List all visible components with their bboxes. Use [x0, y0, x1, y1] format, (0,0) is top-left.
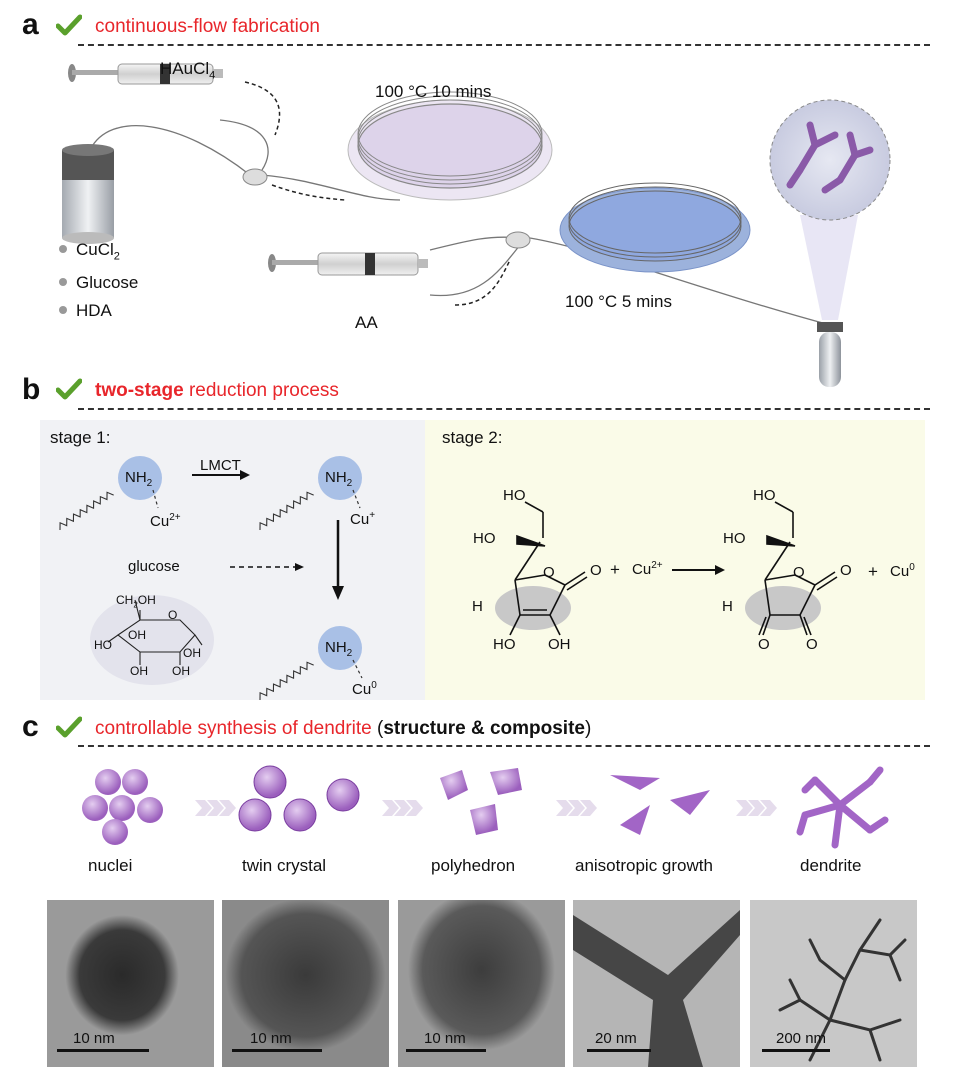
- cu2-reactant: Cu2+: [632, 560, 663, 578]
- dha-o-bottom-1: O: [758, 636, 770, 653]
- stage-label-twin-crystal: twin crystal: [242, 856, 327, 875]
- polyhedron-graphic: [440, 768, 522, 835]
- coil-reactor-2: [559, 182, 751, 273]
- collection-tube: [817, 322, 843, 387]
- panel-letter-b: b: [22, 373, 41, 406]
- tem-image-twin-crystal: 10 nm: [222, 900, 389, 1067]
- stage-label-dendrite: dendrite: [800, 856, 862, 875]
- glucose-oh4: OH: [172, 664, 190, 678]
- twin-crystal-graphic: [238, 765, 360, 832]
- cu0-label: Cu0: [352, 680, 377, 698]
- flow-setup-illustration: [59, 63, 891, 387]
- glucose-oh1: OH: [128, 628, 146, 642]
- syringe-aa: [268, 252, 428, 276]
- plus-sign-2: +: [868, 562, 878, 581]
- aa-h: H: [472, 598, 483, 615]
- mixer-2: [505, 231, 531, 249]
- cu2-label: Cu2+: [150, 512, 181, 530]
- vial-item-hda: HDA: [76, 301, 112, 320]
- divider-a: [78, 44, 930, 46]
- nuclei-graphic: [82, 769, 163, 845]
- check-icon: [56, 378, 82, 400]
- syringe2-label: AA: [355, 313, 378, 332]
- stage2-scheme: [495, 501, 838, 636]
- dendrite-graphic: [796, 766, 889, 849]
- coil2-label: 100 °C 5 mins: [565, 292, 672, 311]
- dendrite-bubble: [769, 99, 891, 320]
- aa-o-ring: O: [543, 564, 555, 581]
- tem-image-nuclei: 10 nm: [47, 900, 214, 1067]
- syringe1-label: HAuCl4: [160, 59, 216, 82]
- dha-o-carbonyl: O: [840, 562, 852, 579]
- panel-c-title: controllable synthesis of dendrite (stru…: [95, 718, 592, 739]
- mixer-1: [242, 168, 268, 186]
- stage-label-polyhedron: polyhedron: [431, 856, 516, 875]
- cu0-product: Cu0: [890, 562, 915, 580]
- scale-bar: [762, 1049, 830, 1052]
- divider-b: [78, 408, 930, 410]
- panel-a-title: continuous-flow fabrication: [95, 16, 320, 37]
- syringe-hau: [68, 63, 223, 85]
- check-icon: [56, 14, 82, 36]
- glucose-ho: HO: [94, 638, 112, 652]
- scale-bar: [587, 1049, 651, 1052]
- glucose-oh3: OH: [130, 664, 148, 678]
- scale-bar: [232, 1049, 322, 1052]
- glucose-oh2: OH: [183, 646, 201, 660]
- tem-image-anisotropic: 20 nm: [573, 900, 740, 1067]
- stage1-scheme: [59, 456, 363, 700]
- dha-o-bottom-2: O: [806, 636, 818, 653]
- coil-reactor-1: [347, 91, 553, 201]
- nh2-label-3: NH2: [325, 639, 353, 659]
- stage-label-anisotropic: anisotropic growth: [575, 856, 713, 875]
- coil1-label: 100 °C 10 mins: [375, 82, 492, 101]
- nh2-label-1: NH2: [125, 469, 153, 489]
- dha-o-ring: O: [793, 564, 805, 581]
- stage-label-nuclei: nuclei: [88, 856, 133, 875]
- growth-sequence: [82, 765, 889, 849]
- dha-h: H: [722, 598, 733, 615]
- vial-item-cucl2: CuCl2: [76, 240, 120, 263]
- aa-ho-bottom: HO: [493, 636, 516, 653]
- anisotropic-graphic: [610, 775, 710, 835]
- flow-arrows: [244, 81, 511, 306]
- plus-sign-1: +: [610, 560, 620, 579]
- tem-image-polyhedron: 10 nm: [398, 900, 565, 1067]
- chevron-arrows: [195, 800, 777, 816]
- cu1-label: Cu+: [350, 510, 376, 528]
- panel-letter-a: a: [22, 8, 39, 41]
- glucose-label: glucose: [128, 558, 180, 575]
- nh2-label-2: NH2: [325, 469, 353, 489]
- reagent-vial: [62, 144, 114, 244]
- aa-o-carbonyl: O: [590, 562, 602, 579]
- aa-ho-side: HO: [473, 530, 496, 547]
- scale-bar: [406, 1049, 486, 1052]
- glucose-o: O: [168, 608, 178, 622]
- tem-image-dendrite: 200 nm: [750, 900, 917, 1067]
- vial-item-glucose: Glucose: [76, 273, 139, 292]
- dha-ho-side: HO: [723, 530, 746, 547]
- check-icon: [56, 716, 82, 738]
- dha-ho-top: HO: [753, 487, 776, 504]
- scale-bar: [57, 1049, 149, 1052]
- stage1-label: stage 1:: [50, 428, 111, 447]
- aa-ho-top: HO: [503, 487, 526, 504]
- tubing: [89, 119, 831, 326]
- divider-c: [78, 745, 930, 747]
- panel-letter-c: c: [22, 710, 39, 743]
- panel-b-title: two-stage reduction process: [95, 380, 339, 401]
- stage2-box: [425, 420, 925, 700]
- aa-oh-bottom: OH: [548, 636, 571, 653]
- stage2-label: stage 2:: [442, 428, 503, 447]
- glucose-ch2oh: CH2OH: [116, 593, 156, 610]
- lmct-label: LMCT: [200, 457, 241, 474]
